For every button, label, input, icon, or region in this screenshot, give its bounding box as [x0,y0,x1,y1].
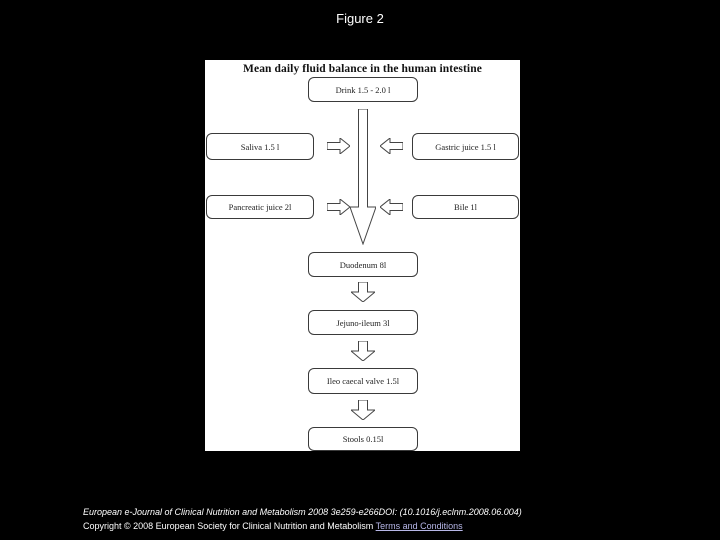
node-stools: Stools 0.15l [308,427,418,451]
saliva-right-arrow-icon [327,138,350,154]
gastric-left-arrow-icon [380,138,403,154]
diagram-title: Mean daily fluid balance in the human in… [243,63,482,75]
citation-line: European e-Journal of Clinical Nutrition… [83,507,522,517]
jejuno-down-arrow-icon [351,341,375,361]
footer: European e-Journal of Clinical Nutrition… [83,505,522,533]
bile-left-arrow-icon [380,199,403,215]
node-gastric-juice: Gastric juice 1.5 l [412,133,519,160]
node-jejuno-ileum: Jejuno-ileum 3l [308,310,418,335]
figure-label: Figure 2 [336,11,384,26]
pancreatic-right-arrow-icon [327,199,350,215]
node-pancreatic-juice: Pancreatic juice 2l [206,195,314,219]
duodenum-down-arrow-icon [351,282,375,302]
copyright-line: Copyright © 2008 European Society for Cl… [83,519,522,533]
node-ileo-caecal-valve: Ileo caecal valve 1.5l [308,368,418,394]
figure-panel: Mean daily fluid balance in the human in… [205,60,520,451]
copyright-text: Copyright © 2008 European Society for Cl… [83,521,376,531]
ileo-down-arrow-icon [351,400,375,420]
big-down-arrow-icon [350,109,376,245]
node-saliva: Saliva 1.5 l [206,133,314,160]
terms-link[interactable]: Terms and Conditions [375,521,463,531]
node-bile: Bile 1l [412,195,519,219]
node-drink: Drink 1.5 - 2.0 l [308,77,418,102]
node-duodenum: Duodenum 8l [308,252,418,277]
